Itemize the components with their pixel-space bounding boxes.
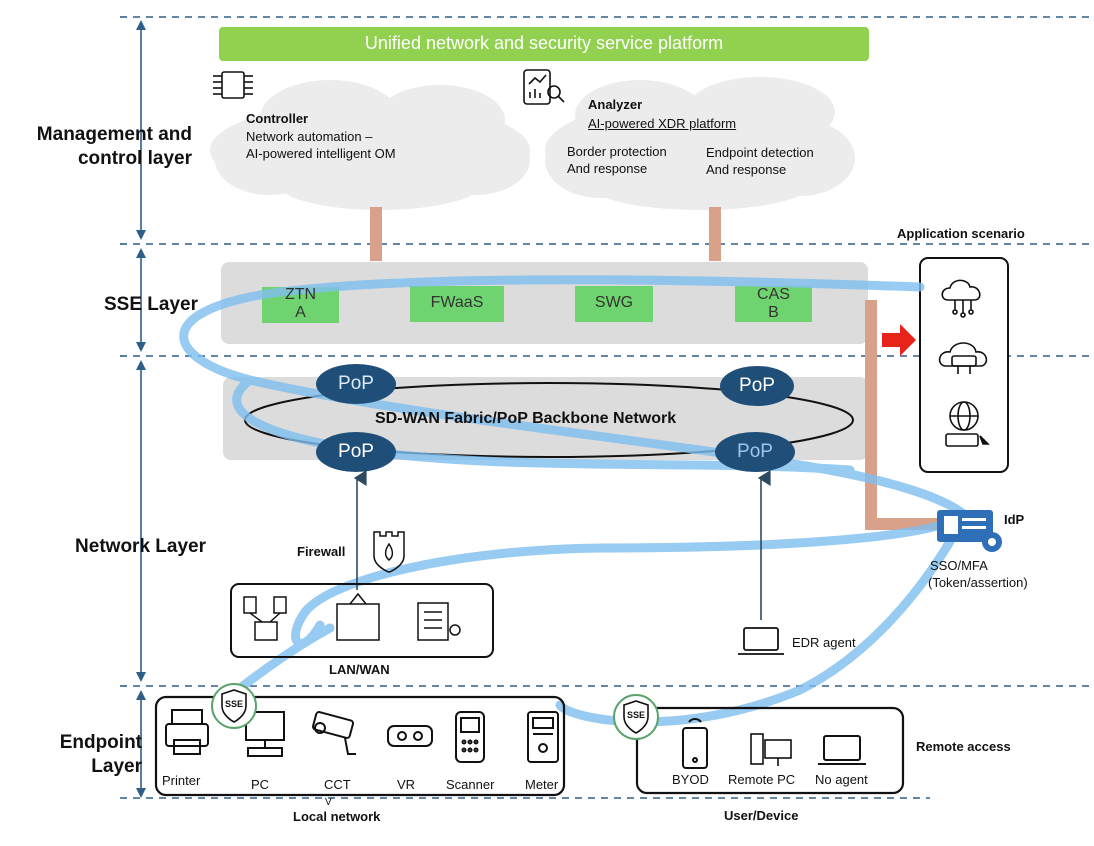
idp-label: IdP <box>1004 512 1025 527</box>
edr-agent-label: EDR agent <box>792 635 856 650</box>
endpoint-detection-line2: And response <box>706 162 787 177</box>
layer-label-sse: SSE Layer <box>104 294 198 315</box>
pop-label: PoP <box>338 373 374 394</box>
pop-label: PoP <box>737 441 773 462</box>
pop-label: PoP <box>739 375 775 396</box>
controller-line2: AI-powered intelligent OM <box>246 146 396 161</box>
phone-icon <box>682 718 708 769</box>
controller-connector <box>370 207 382 261</box>
flow-bands <box>179 275 970 727</box>
local-network-box <box>154 695 566 797</box>
id-card-icon <box>937 510 993 542</box>
platform-title: Unified network and security service pla… <box>364 33 724 53</box>
layer-label-network: Network Layer <box>75 536 206 557</box>
sso-line1: SSO/MFA <box>930 558 988 573</box>
scanner-icon <box>455 711 485 763</box>
platform-bar <box>219 27 869 61</box>
backbone-label: SD-WAN Fabric/PoP Backbone Network <box>375 410 677 427</box>
remote-access-box <box>635 706 905 795</box>
idp-connector <box>865 300 940 530</box>
layer-dividers <box>120 16 1094 799</box>
pop-label: PoP <box>338 441 374 462</box>
device-label-meter: Meter <box>525 777 559 792</box>
device-label-remote-pc: Remote PC <box>728 772 796 787</box>
vr-icon <box>387 725 433 747</box>
analyzer-cloud <box>545 77 855 210</box>
analyzer-connector <box>709 207 721 261</box>
device-label-scanner: Scanner <box>446 777 495 792</box>
no-agent-laptop-icon <box>818 735 866 765</box>
border-protection-line1: Border protection <box>567 144 667 159</box>
module-swg <box>575 286 653 322</box>
layer-label-endpoint: Endpoint Layer <box>59 732 142 777</box>
module-casb <box>735 286 812 322</box>
cloud-network-icon <box>941 279 981 318</box>
application-panel[interactable] <box>919 257 1009 473</box>
chip-icon <box>213 71 253 99</box>
remote-pc-icon <box>750 733 792 766</box>
sse-badge-label: SSE <box>626 710 645 720</box>
user-device-label: User/Device <box>724 808 799 823</box>
shield-icon <box>211 683 659 740</box>
module-swg-label: SWG <box>594 294 634 311</box>
monitor-icon <box>245 711 285 757</box>
local-network-label: Local network <box>293 809 381 824</box>
module-fwaas-label: FWaaS <box>430 294 484 311</box>
meter-icon <box>527 711 559 763</box>
module-fwaas <box>410 286 504 322</box>
www-icon <box>945 401 990 447</box>
building-icon <box>243 592 461 641</box>
border-protection-line2: And response <box>567 161 648 176</box>
controller-cloud <box>210 80 530 210</box>
controller-line1: Network automation – <box>246 129 373 144</box>
controller-title: Controller <box>246 111 309 126</box>
application-scenario-label: Application scenario <box>897 226 1025 241</box>
sso-line2: (Token/assertion) <box>928 575 1028 590</box>
saas-icon <box>938 342 988 374</box>
lanwan-box <box>230 583 494 658</box>
device-label-cct-extra: V <box>325 797 332 808</box>
device-label-pc: PC <box>251 777 270 792</box>
red-arrow <box>882 324 916 356</box>
device-label-no-agent: No agent <box>815 772 868 787</box>
camera-icon <box>311 711 356 755</box>
gear-icon <box>982 532 1002 552</box>
printer-icon <box>165 709 209 755</box>
firewall-label: Firewall <box>297 544 346 559</box>
device-label-vr: VR <box>397 777 416 792</box>
layer-label-management: Management and control layer <box>36 124 192 169</box>
device-label-cct: CCT <box>324 777 351 792</box>
arrow-heads <box>136 20 146 798</box>
lanwan-label: LAN/WAN <box>329 662 390 677</box>
analyzer-subtitle: AI-powered XDR platform <box>588 116 737 131</box>
laptop-icon <box>738 627 784 655</box>
remote-access-label: Remote access <box>916 739 1011 754</box>
firewall-icon <box>373 531 405 573</box>
sse-badge-label: SSE <box>224 699 243 709</box>
pop-nodes <box>316 364 795 472</box>
device-label-printer: Printer <box>162 773 201 788</box>
device-label-byod: BYOD <box>672 772 709 787</box>
endpoint-detection-line1: Endpoint detection <box>706 145 814 160</box>
analyzer-title: Analyzer <box>588 97 643 112</box>
analytics-icon <box>523 69 565 105</box>
